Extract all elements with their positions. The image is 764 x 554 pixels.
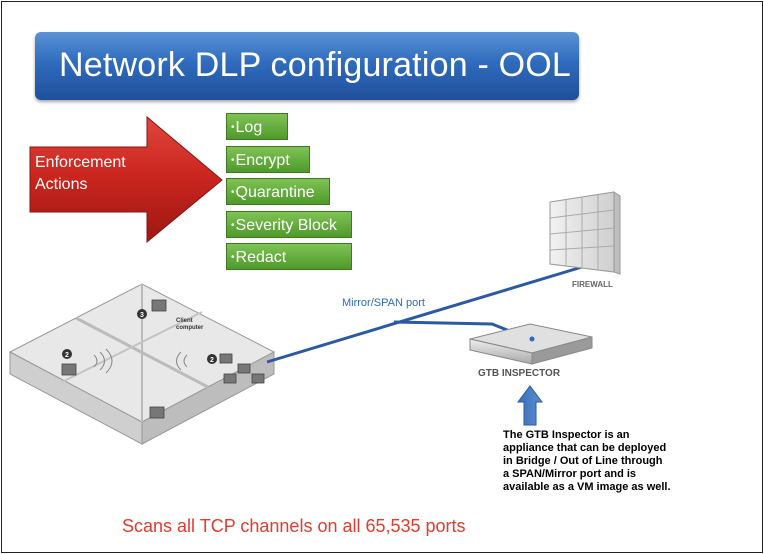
slide-title: Network DLP configuration - OOL [59, 46, 572, 84]
action-quarantine: •Quarantine [226, 178, 330, 205]
badge-2a: 2 [65, 352, 69, 359]
badge-2b: 2 [210, 357, 214, 364]
action-redact: •Redact [226, 243, 352, 270]
gtb-inspector-device [469, 323, 593, 365]
up-arrow [517, 385, 543, 426]
action-log: •Log [226, 113, 288, 140]
action-encrypt: •Encrypt [226, 146, 310, 173]
footer-caption: Scans all TCP channels on all 65,535 por… [122, 516, 466, 536]
network-lines [266, 265, 583, 364]
inspector-description: The GTB Inspector is an appliance that c… [503, 429, 671, 493]
mirror-span-label: Mirror/SPAN port [342, 297, 425, 309]
client-computer-label: Client computer [176, 318, 204, 331]
action-severity-block: •Severity Block [226, 211, 352, 238]
firewall-label: FIREWALL [572, 280, 613, 289]
title-banner [35, 32, 579, 100]
enforcement-actions-label: Enforcement Actions [35, 154, 126, 193]
badge-3: 3 [140, 312, 144, 319]
inspector-label: GTB INSPECTOR [478, 368, 561, 379]
office-floorplan: 3 2 2 [8, 283, 276, 445]
enforcement-arrow [29, 115, 223, 244]
firewall-device [549, 191, 621, 275]
